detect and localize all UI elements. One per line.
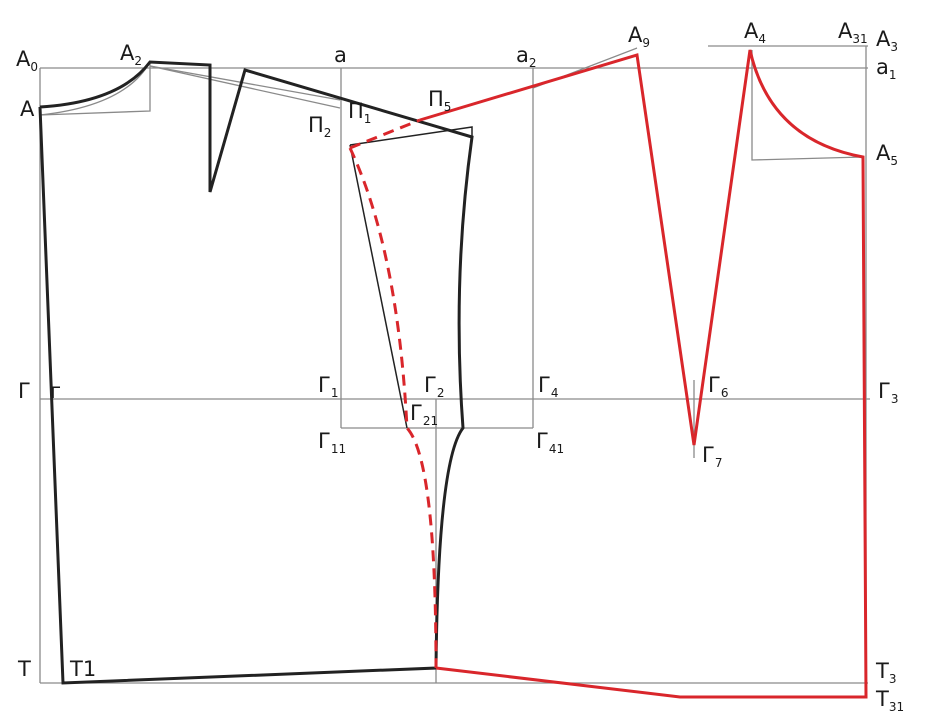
label-a1: a1 [876,55,897,82]
front-neck-box [39,62,151,116]
label-G3: Г3 [878,379,898,406]
label-A2: A2 [120,41,142,68]
label-G1: Г1 [318,373,338,400]
front-piece-outline [38,60,474,685]
back-armhole-dashed [348,147,438,669]
label-g: г [50,379,61,403]
label-G2: Г2 [424,373,444,400]
label-a2: a2 [516,43,537,70]
point-labels: A0 A A2 a a2 A9 A4 A31 A3 a1 A5 П2 П1 П5… [16,19,904,714]
front-outline [38,60,474,685]
label-A0: A0 [16,47,38,74]
back-outline [348,49,868,699]
label-A: A [20,97,35,121]
label-A4: A4 [744,19,766,46]
label-A5: A5 [876,141,898,168]
label-a: a [334,43,347,67]
label-P1: П1 [348,99,371,126]
label-A31: A31 [838,19,868,46]
label-T31: T31 [875,687,904,714]
label-T: T [17,657,31,681]
back-shoulder-dashed [349,118,421,150]
armhole-left-guide [349,144,408,429]
construction-lines [39,45,870,684]
label-G: Г [18,379,31,403]
label-G4: Г4 [538,373,558,400]
label-A3: A3 [876,27,898,54]
label-G6: Г6 [708,373,728,400]
shoulder-guide-2 [149,65,341,101]
armhole-top-guide [349,126,473,146]
front-neck-alt [39,61,151,116]
shoulder-guide-1 [149,65,341,109]
back-piece-outline [419,49,868,699]
label-G11: Г11 [318,429,346,456]
label-T3: T3 [875,659,896,686]
label-G7: Г7 [702,443,722,470]
label-P2: П2 [308,113,331,140]
label-G41: Г41 [536,429,564,456]
label-G21: Г21 [410,401,438,428]
label-P5: П5 [428,87,451,114]
label-T1: T1 [69,657,96,681]
label-A9: A9 [628,23,650,50]
back-neck-box [751,50,864,161]
